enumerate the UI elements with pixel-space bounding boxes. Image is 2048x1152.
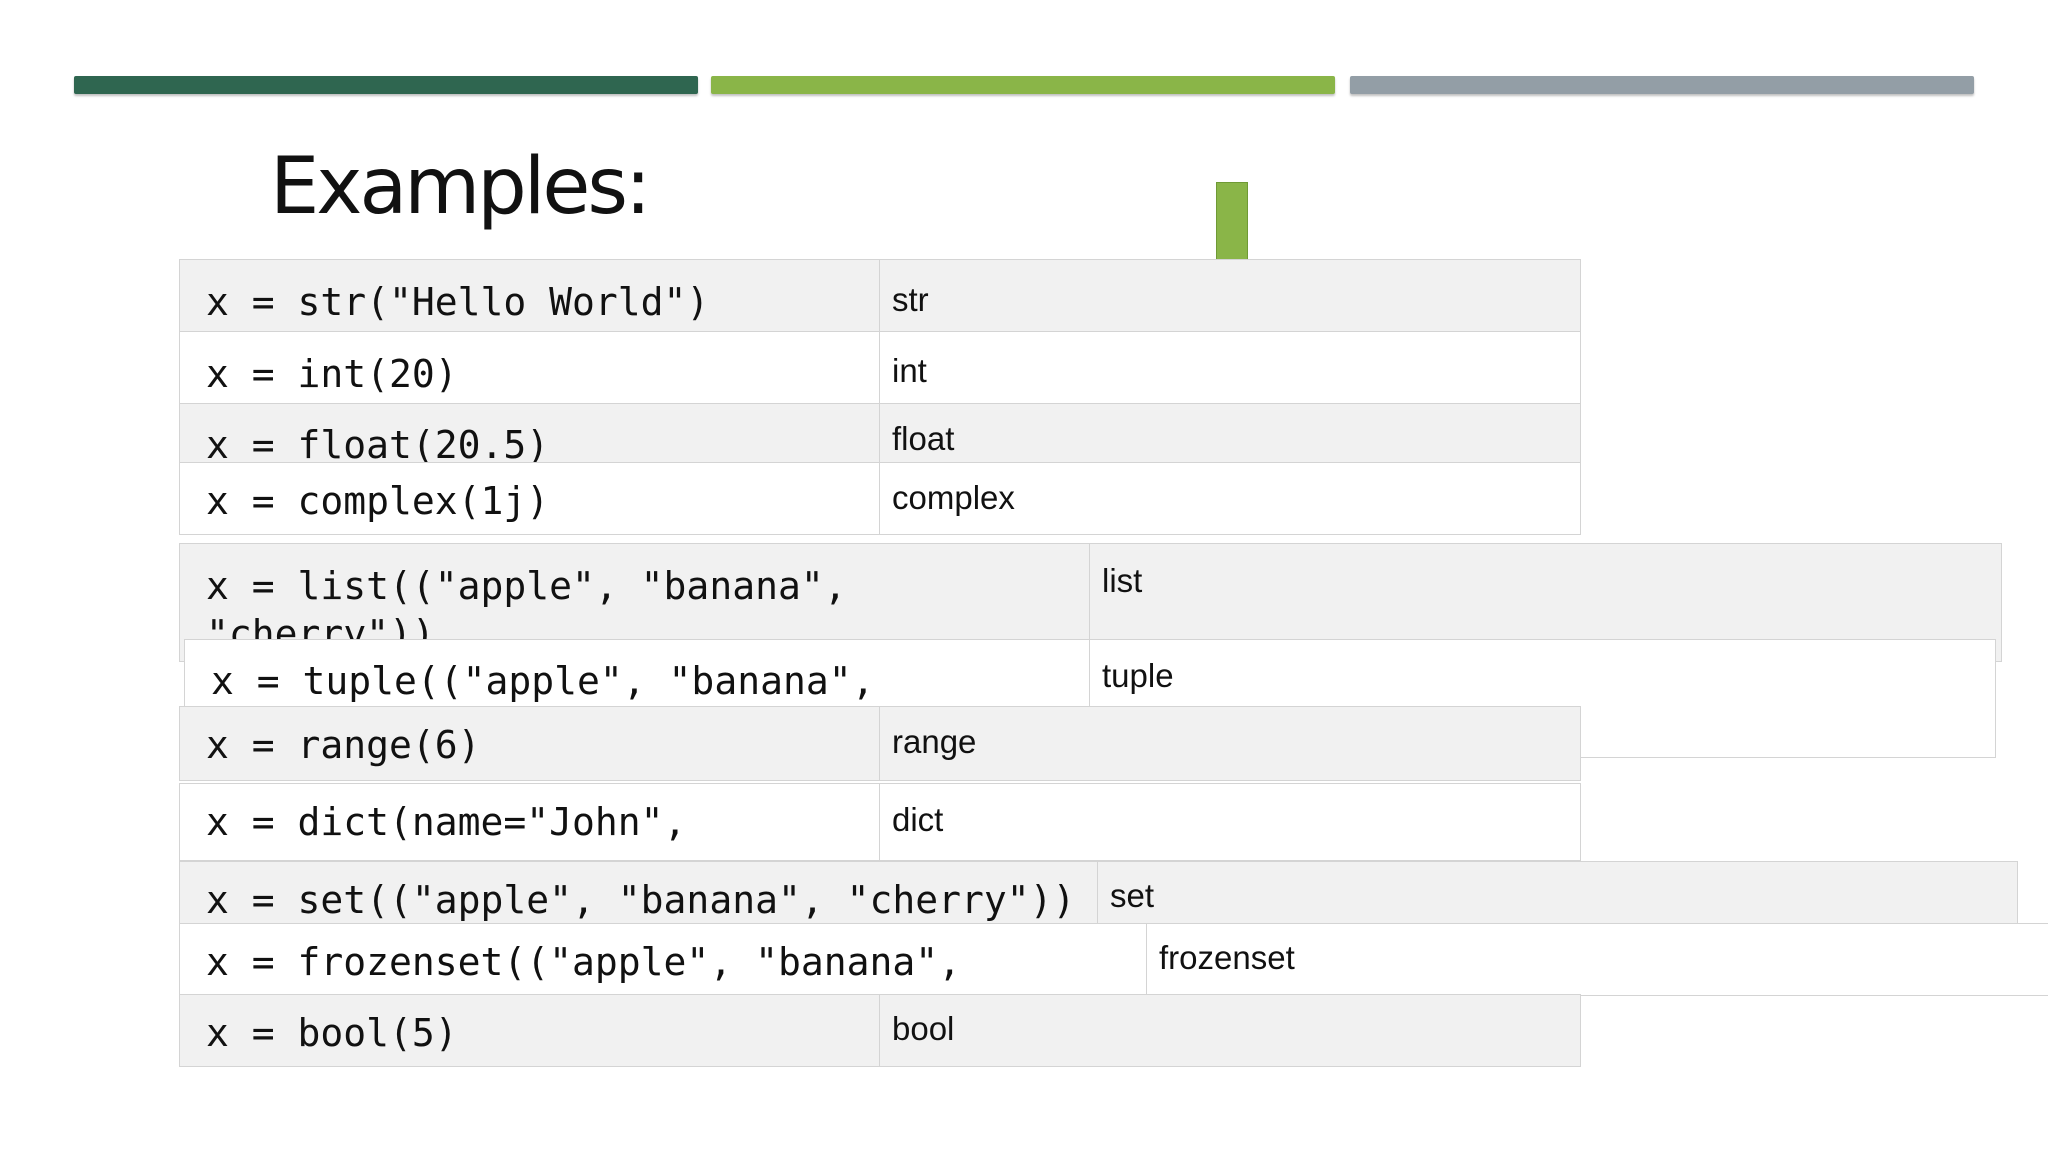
code-cell: x = complex(1j) <box>180 463 880 534</box>
code-cell: x = str("Hello World") <box>180 260 880 331</box>
top-bar-dark-green <box>74 76 698 94</box>
type-cell: list <box>1102 562 1143 599</box>
type-cell: str <box>892 281 929 318</box>
type-cell: tuple <box>1102 657 1174 694</box>
code-cell: x = tuple(("apple", "banana", <box>185 640 1090 757</box>
table-row: x = str("Hello World") str <box>179 259 1581 332</box>
code-cell: x = int(20) <box>180 332 880 403</box>
table-row: x = float(20.5) float <box>179 403 1581 463</box>
code-cell: x = set(("apple", "banana", "cherry")) <box>180 862 1098 930</box>
type-cell: frozenset <box>1159 939 1295 976</box>
top-bar-gray <box>1350 76 1974 94</box>
code-cell: x = frozenset(("apple", "banana", <box>180 924 1147 995</box>
table-row: x = dict(name="John", dict <box>179 783 1581 861</box>
code-cell: x = list(("apple", "banana", "cherry")) <box>180 544 1090 661</box>
accent-block <box>1216 182 1248 260</box>
type-cell: dict <box>892 801 944 838</box>
code-cell: x = bool(5) <box>180 995 880 1066</box>
table-row: x = bool(5) bool <box>179 994 1581 1067</box>
code-cell: x = range(6) <box>180 707 880 780</box>
type-cell: range <box>892 723 977 760</box>
type-cell: set <box>1110 877 1155 914</box>
table-row: x = frozenset(("apple", "banana", frozen… <box>179 923 2048 996</box>
table-row: x = int(20) int <box>179 331 1581 404</box>
table-row: x = complex(1j) complex <box>179 462 1581 535</box>
type-cell: bool <box>892 1010 955 1047</box>
code-cell: x = dict(name="John", <box>180 784 880 860</box>
type-cell: complex <box>892 479 1015 516</box>
top-bar-light-green <box>711 76 1335 94</box>
type-cell: float <box>892 420 955 457</box>
slide-title: Examples: <box>270 142 651 232</box>
table-row: x = set(("apple", "banana", "cherry")) s… <box>179 861 2018 931</box>
table-row: x = range(6) range <box>179 706 1581 781</box>
code-cell: x = float(20.5) <box>180 404 880 462</box>
type-cell: int <box>892 352 927 389</box>
